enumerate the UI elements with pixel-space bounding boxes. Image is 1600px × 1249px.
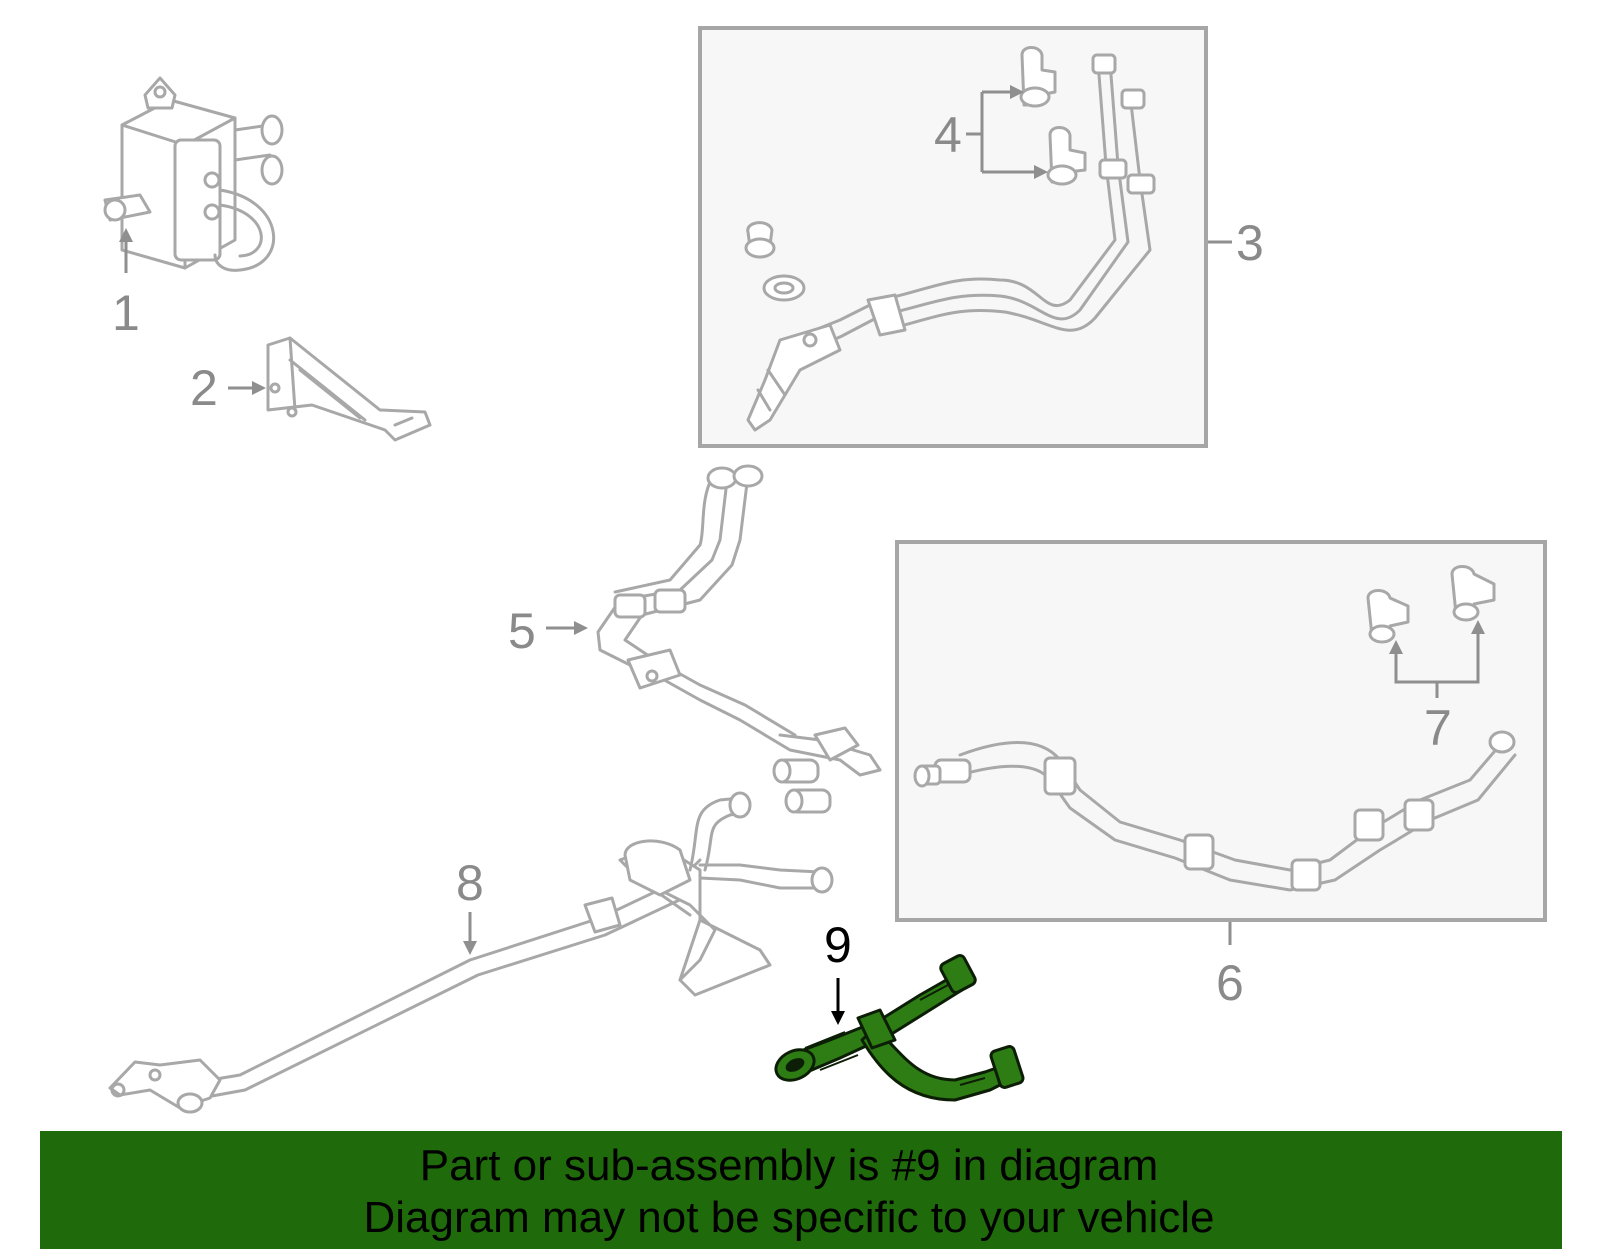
part-3-tube-assembly	[744, 53, 1156, 432]
callout-5: 5	[508, 603, 536, 659]
part-5-hose	[596, 464, 882, 814]
callout-4: 4	[934, 107, 962, 163]
part-6-tube	[913, 730, 1517, 892]
banner-line-2: Diagram may not be specific to your vehi…	[363, 1193, 1215, 1242]
info-banner: Part or sub-assembly is #9 in diagram Di…	[40, 1131, 1562, 1249]
part-2-bracket	[266, 336, 432, 442]
group-box-6	[895, 540, 1547, 922]
callout-7: 7	[1424, 700, 1452, 756]
leader-7	[1394, 630, 1480, 698]
part-8-hose	[108, 791, 834, 1114]
part-9-y-hose-highlighted	[774, 954, 1025, 1102]
callout-3: 3	[1236, 215, 1264, 271]
callout-9: 9	[824, 917, 852, 973]
callout-2: 2	[190, 360, 218, 416]
part-4-fittings	[1019, 46, 1087, 186]
part-7-fittings	[1366, 565, 1496, 644]
leader-4	[966, 90, 1040, 174]
callout-1: 1	[112, 285, 140, 341]
part-1-valve-block	[103, 76, 284, 272]
callout-6: 6	[1216, 955, 1244, 1011]
banner-line-1: Part or sub-assembly is #9 in diagram	[419, 1141, 1159, 1190]
callout-8: 8	[456, 855, 484, 911]
